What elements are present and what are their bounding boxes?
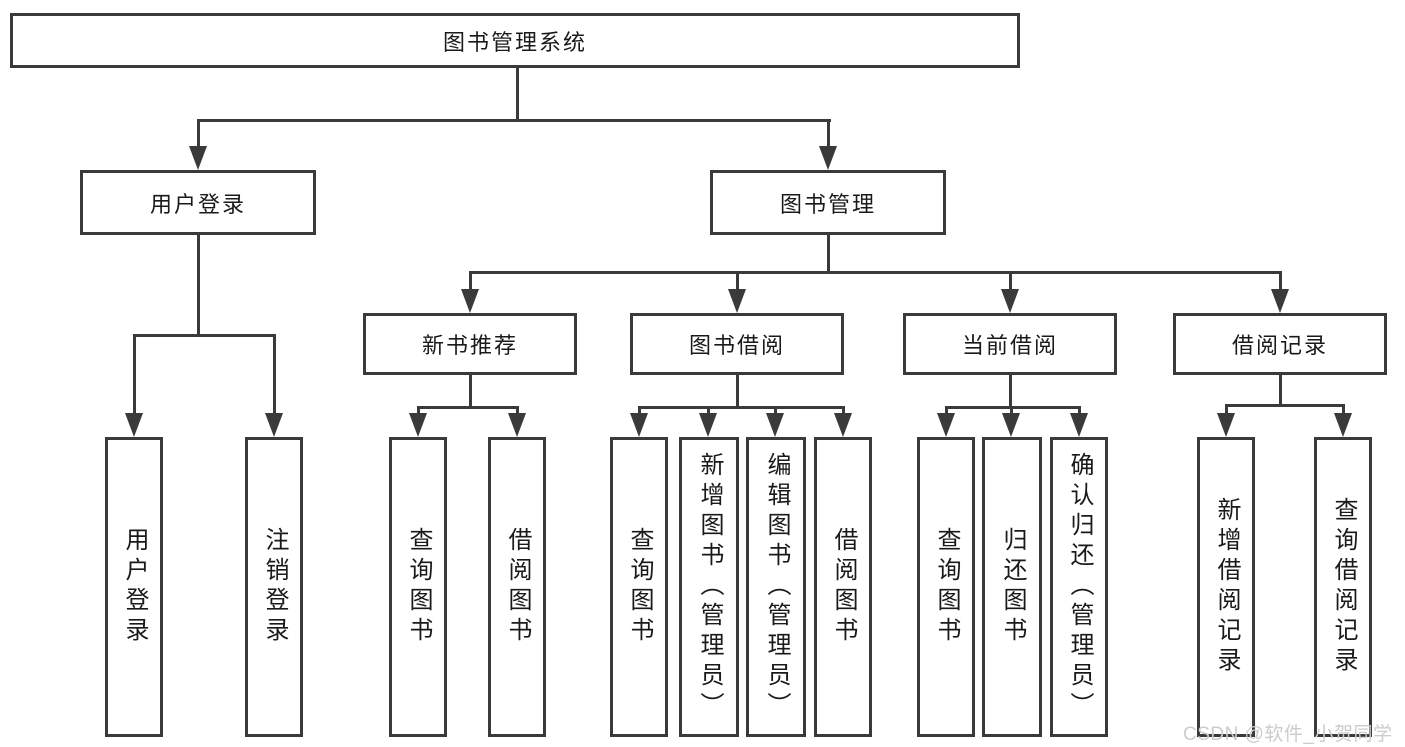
- leaf-user-login: 用户登录: [105, 437, 163, 737]
- connector-line: [417, 406, 420, 416]
- leaf-confirm-return-admin: 确认归还（管理员）: [1050, 437, 1108, 737]
- arrow-down-icon: [461, 289, 479, 313]
- leaf-add-borrow-record: 新增借阅记录: [1197, 437, 1255, 737]
- node-label: 当前借阅: [961, 333, 1058, 358]
- arrow-down-icon: [1217, 413, 1235, 437]
- arrow-down-icon: [125, 413, 143, 437]
- leaf-query-borrow-record: 查询借阅记录: [1314, 437, 1372, 737]
- leaf-query-books-current: 查询图书: [917, 437, 975, 737]
- node-label: 用户登录: [149, 191, 246, 217]
- node-label: 新增图书（管理员）: [696, 452, 723, 722]
- connector-line: [197, 119, 831, 122]
- arrow-down-icon: [766, 413, 784, 437]
- arrow-down-icon: [508, 413, 526, 437]
- arrow-down-icon: [630, 413, 648, 437]
- leaf-query-books-borrowing: 查询图书: [610, 437, 668, 737]
- connector-line: [945, 406, 1081, 409]
- connector-line: [469, 271, 1282, 274]
- node-root: 图书管理系统: [10, 13, 1020, 68]
- connector-line: [469, 271, 472, 291]
- connector-line: [736, 375, 739, 409]
- node-new-book-recommend: 新书推荐: [363, 313, 577, 375]
- arrow-down-icon: [1001, 289, 1019, 313]
- connector-line: [774, 406, 777, 416]
- arrow-down-icon: [728, 289, 746, 313]
- arrow-down-icon: [409, 413, 427, 437]
- node-label: 归还图书: [999, 527, 1026, 647]
- node-label: 借阅记录: [1231, 333, 1328, 358]
- arrow-down-icon: [1271, 289, 1289, 313]
- node-label: 查询借阅记录: [1330, 497, 1357, 677]
- leaf-borrow-books-borrowing: 借阅图书: [814, 437, 872, 737]
- node-label: 查询图书: [933, 527, 960, 647]
- arrow-down-icon: [1070, 413, 1088, 437]
- arrow-down-icon: [265, 413, 283, 437]
- connector-line: [133, 334, 276, 337]
- leaf-add-book-admin: 新增图书（管理员）: [679, 437, 739, 737]
- connector-line: [1342, 404, 1345, 416]
- leaf-edit-book-admin: 编辑图书（管理员）: [746, 437, 806, 737]
- arrow-down-icon: [1002, 413, 1020, 437]
- connector-line: [1078, 406, 1081, 416]
- connector-line: [469, 375, 472, 409]
- arrow-down-icon: [937, 413, 955, 437]
- connector-line: [945, 406, 948, 416]
- node-label: 借阅图书: [830, 527, 857, 647]
- connector-line: [1009, 375, 1012, 409]
- node-label: 图书管理: [779, 191, 876, 217]
- connector-line: [638, 406, 641, 416]
- leaf-return-book: 归还图书: [982, 437, 1042, 737]
- connector-line: [516, 68, 519, 120]
- node-label: 用户登录: [121, 527, 148, 647]
- connector-line: [638, 406, 845, 409]
- leaf-logout: 注销登录: [245, 437, 303, 737]
- node-label: 借阅图书: [504, 527, 531, 647]
- leaf-query-books-recommend: 查询图书: [389, 437, 447, 737]
- csdn-watermark: CSDN @软件_小贺同学: [1183, 724, 1393, 745]
- connector-line: [1010, 406, 1013, 416]
- connector-line: [1009, 271, 1012, 291]
- connector-line: [707, 406, 710, 416]
- leaf-borrow-books-recommend: 借阅图书: [488, 437, 546, 737]
- connector-line: [736, 271, 739, 291]
- arrow-down-icon: [1334, 413, 1352, 437]
- connector-line: [197, 119, 200, 149]
- node-book-management: 图书管理: [710, 170, 946, 235]
- node-borrowing-records: 借阅记录: [1173, 313, 1387, 375]
- node-label: 新书推荐: [421, 333, 518, 358]
- connector-line: [827, 119, 830, 149]
- node-label: 图书借阅: [688, 333, 785, 358]
- connector-line: [197, 235, 200, 336]
- connector-line: [273, 334, 276, 416]
- node-label: 查询图书: [626, 527, 653, 647]
- connector-line: [1279, 375, 1282, 407]
- node-label: 确认归还（管理员）: [1066, 452, 1093, 722]
- arrow-down-icon: [189, 146, 207, 170]
- connector-line: [1279, 271, 1282, 291]
- connector-line: [1225, 404, 1345, 407]
- node-label: 注销登录: [261, 527, 288, 647]
- node-label: 图书管理系统: [442, 29, 587, 55]
- connector-line: [417, 406, 519, 409]
- connector-line: [842, 406, 845, 416]
- node-current-borrowing: 当前借阅: [903, 313, 1117, 375]
- arrow-down-icon: [834, 413, 852, 437]
- arrow-down-icon: [819, 146, 837, 170]
- node-label: 编辑图书（管理员）: [763, 452, 790, 722]
- connector-line: [516, 406, 519, 416]
- node-user-login: 用户登录: [80, 170, 316, 235]
- node-book-borrowing: 图书借阅: [630, 313, 844, 375]
- connector-line: [133, 334, 136, 416]
- node-label: 新增借阅记录: [1213, 497, 1240, 677]
- connector-line: [827, 235, 830, 274]
- node-label: 查询图书: [405, 527, 432, 647]
- connector-line: [1225, 404, 1228, 416]
- arrow-down-icon: [699, 413, 717, 437]
